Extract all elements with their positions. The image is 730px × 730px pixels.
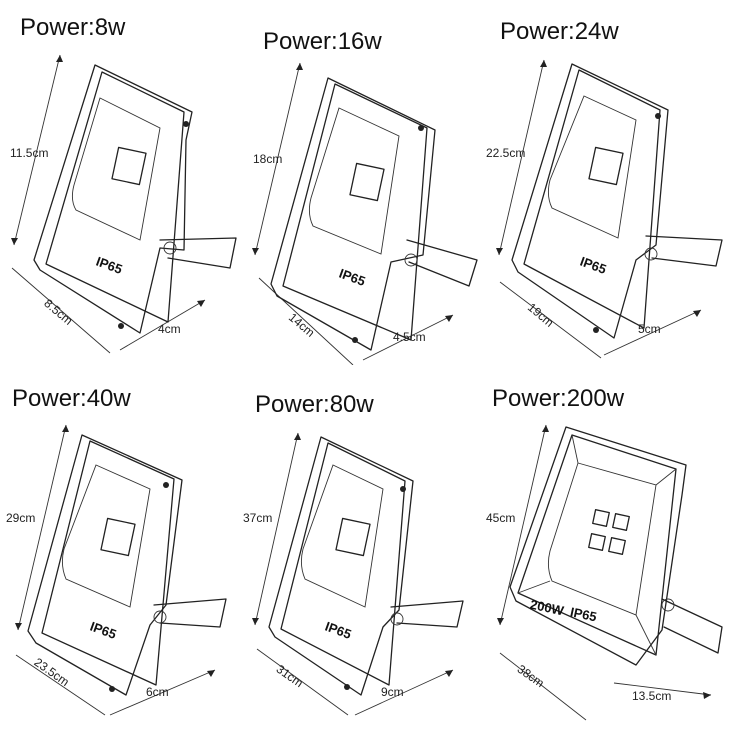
height-dim: 29cm bbox=[6, 511, 36, 525]
height-dim: 18cm bbox=[253, 152, 283, 166]
floodlight-drawing: 200W IP65 bbox=[497, 424, 723, 721]
depth-dim: 13.5cm bbox=[632, 689, 672, 703]
depth-dim: 4.5cm bbox=[393, 330, 426, 344]
power-label: Power:40w bbox=[12, 385, 131, 412]
power-label: Power:200w bbox=[492, 385, 625, 412]
badge-label: IP65 bbox=[569, 604, 598, 624]
floodlight-drawing: IP65 bbox=[11, 54, 237, 354]
badge-label: IP65 bbox=[88, 619, 118, 642]
badge-label: IP65 bbox=[578, 254, 608, 277]
model-label: 200W bbox=[529, 597, 566, 619]
depth-dim: 6cm bbox=[146, 685, 169, 699]
floodlight-drawing: IP65 bbox=[252, 432, 464, 716]
power-label: Power:16w bbox=[263, 28, 382, 55]
floodlight-80w: Power:80w IP65 37cm 31cm 9cm bbox=[243, 365, 486, 730]
height-dim: 11.5cm bbox=[10, 146, 49, 160]
floodlight-drawing: IP65 bbox=[15, 424, 227, 716]
badge-label: IP65 bbox=[94, 254, 124, 277]
floodlight-drawing: IP65 bbox=[252, 62, 478, 365]
depth-dim: 5cm bbox=[638, 322, 661, 336]
floodlight-16w: Power:16w IP65 18cm 14cm 4.5cm bbox=[243, 0, 486, 365]
depth-dim: 9cm bbox=[381, 685, 404, 699]
depth-dim: 4cm bbox=[158, 322, 181, 336]
badge-label: IP65 bbox=[337, 266, 367, 289]
height-dim: 45cm bbox=[486, 511, 516, 525]
power-label: Power:8w bbox=[20, 14, 126, 41]
height-dim: 37cm bbox=[243, 511, 273, 525]
height-dim: 22.5cm bbox=[486, 146, 526, 160]
floodlight-24w: Power:24w IP65 22.5cm 19cm 5cm bbox=[486, 0, 729, 365]
floodlight-drawing: IP65 bbox=[496, 59, 723, 359]
floodlight-8w: Power:8w IP65 11.5cm 8.5cm 4cm bbox=[0, 0, 243, 365]
badge-label: IP65 bbox=[323, 619, 353, 642]
floodlight-40w: Power:40w IP65 29cm 23.5cm 6cm bbox=[0, 365, 243, 730]
floodlight-200w: Power:200w 200W IP65 45cm 38cm 13.5cm bbox=[486, 365, 729, 730]
power-label: Power:80w bbox=[255, 391, 374, 418]
power-label: Power:24w bbox=[500, 18, 619, 45]
